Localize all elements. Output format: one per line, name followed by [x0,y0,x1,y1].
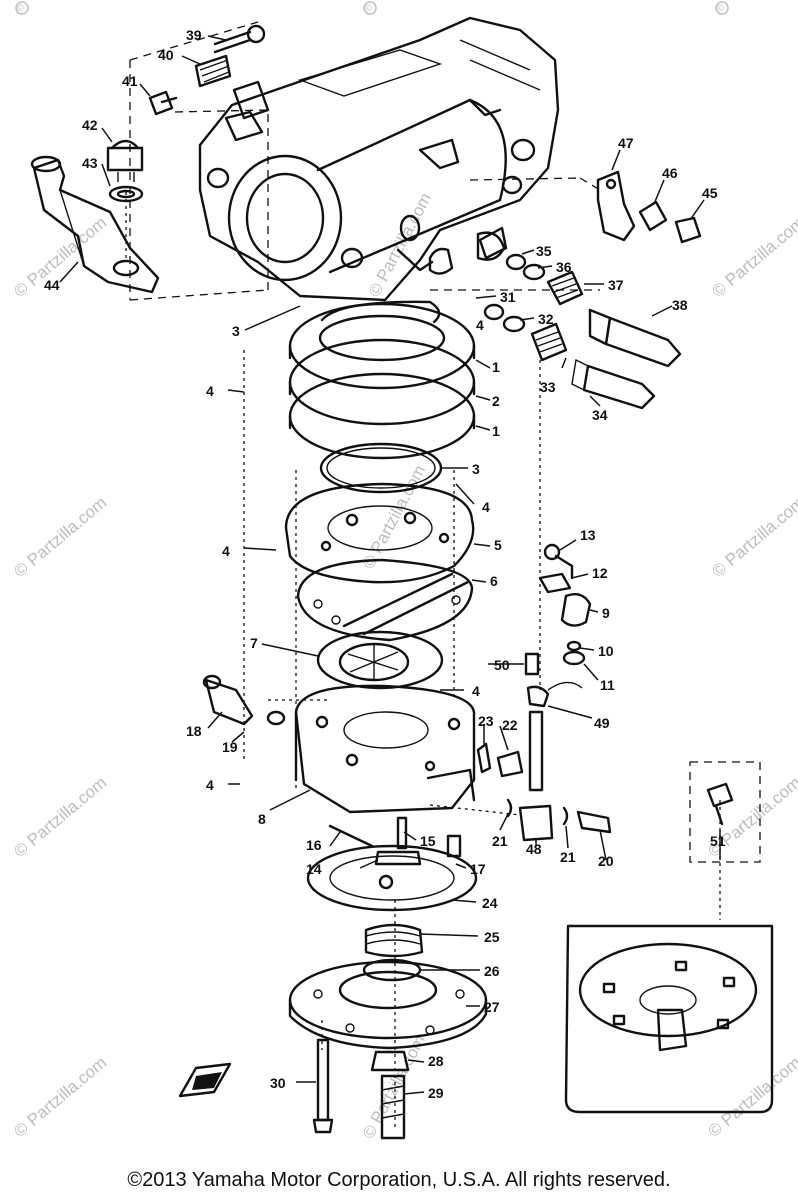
pump-cover-plate [284,482,475,584]
callout-45: 45 [702,185,718,201]
gasket-stack [288,300,476,460]
callout-40: 40 [158,47,174,63]
callout-38: 38 [672,297,688,313]
callout-11: 11 [600,677,615,693]
carburetor-body [198,16,560,302]
lower-pump-assembly [288,816,488,1140]
callout-44: 44 [44,277,60,293]
callout-29: 29 [428,1085,444,1101]
copyright-notice: ©2013 Yamaha Motor Corporation, U.S.A. A… [127,1169,671,1191]
callout-31: 31 [500,289,516,305]
watermark-text: © Partzilla.com [10,773,110,861]
callout-27: 27 [484,999,500,1015]
fuel-nipple-fitting [202,674,286,726]
pump-body [294,684,476,814]
callout-46: 46 [662,165,678,181]
spec-tag [178,1062,232,1098]
callout-28: 28 [428,1053,444,1069]
callout-15: 15 [420,833,436,849]
watermark-text: © Partzilla.com [708,213,798,301]
callout-35: 35 [536,243,552,259]
callout-43: 43 [82,155,98,171]
watermark-corner-symbol: © [365,3,372,13]
callout-20: 20 [598,853,614,869]
callout-24: 24 [482,895,498,911]
callout-13: 13 [580,527,596,543]
watermark-corner-symbol: © [17,3,24,13]
lever-bracket-parts [596,170,702,244]
callout-22: 22 [502,717,518,733]
callout-3: 3 [232,323,240,339]
watermark-text: © Partzilla.com [359,462,430,572]
callout-4: 4 [472,683,480,699]
watermark-text: © Partzilla.com [708,493,798,581]
watermark-text: © Partzilla.com [10,493,110,581]
needle-valve-parts [524,543,592,708]
callout-7: 7 [250,635,258,651]
callout-30: 30 [270,1075,286,1091]
callout-41: 41 [122,73,138,89]
callout-6: 6 [490,573,498,589]
pump-diaphragm [296,558,474,642]
callout-23: 23 [478,713,494,729]
callout-47: 47 [618,135,634,151]
callout-1: 1 [492,359,500,375]
check-valve-plate [316,630,444,690]
watermark-text: © Partzilla.com [704,1053,798,1141]
idle-adjust-parts [106,24,266,203]
callout-21: 21 [560,849,576,865]
callout-4: 4 [206,777,214,793]
inset-detail [564,761,774,1114]
callout-36: 36 [556,259,572,275]
callout-25: 25 [484,929,500,945]
callout-leaders [59,35,721,1095]
jet-assembly-parts [476,231,682,410]
callout-49: 49 [594,715,610,731]
parts-exploded-diagram: © Partzilla.com © Partzilla.com © Partzi… [10,1,798,1142]
callout-19: 19 [222,739,238,755]
callout-3: 3 [472,461,480,477]
callout-labels: 1 2 1 3 3 4 4 4 4 4 4 5 6 7 8 9 10 11 12… [44,27,726,1101]
callout-50: 50 [494,657,510,673]
watermark-text: © Partzilla.com [10,213,110,301]
callout-39: 39 [186,27,202,43]
callout-8: 8 [258,811,266,827]
callout-17: 17 [470,861,486,877]
callout-10: 10 [598,643,614,659]
callout-4: 4 [476,317,484,333]
callout-26: 26 [484,963,500,979]
callout-4: 4 [222,543,230,559]
o-ring [319,442,443,494]
watermark-corner-mark: © © © [15,1,729,15]
callout-1: 1 [492,423,500,439]
callout-2: 2 [492,393,500,409]
callout-42: 42 [82,117,98,133]
callout-14: 14 [306,861,322,877]
callout-5: 5 [494,537,502,553]
fuel-inlet-fitting [30,155,160,294]
lever-shaft-parts [476,710,612,842]
callout-12: 12 [592,565,608,581]
callout-32: 32 [538,311,554,327]
callout-9: 9 [602,605,610,621]
watermark-corner-symbol: © [717,3,724,13]
callout-33: 33 [540,379,556,395]
callout-4: 4 [206,383,214,399]
watermark-text: © Partzilla.com [10,1053,110,1141]
callout-21: 21 [492,833,508,849]
callout-18: 18 [186,723,202,739]
callout-51: 51 [710,833,726,849]
callout-48: 48 [526,841,542,857]
callout-16: 16 [306,837,322,853]
callout-37: 37 [608,277,624,293]
callout-34: 34 [592,407,608,423]
callout-4: 4 [482,499,490,515]
